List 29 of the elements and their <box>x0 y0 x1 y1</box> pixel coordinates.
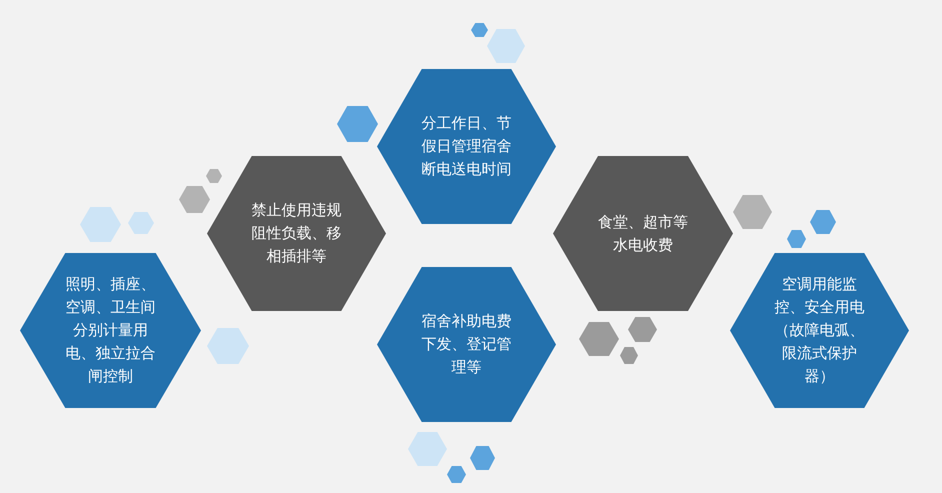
hexagon-shape <box>787 230 806 248</box>
hexagon-shape <box>128 212 154 234</box>
hexagon-shape <box>620 347 638 364</box>
node-text: 禁止使用违规阻性负载、移相插排等 <box>250 200 342 267</box>
node-text: 宿舍补助电费下发、登记管理等 <box>420 311 512 378</box>
hexagon-shape <box>207 328 249 364</box>
hexagon-node <box>207 156 386 311</box>
node-text: 分工作日、节假日管理宿舍断电送电时间 <box>420 113 512 180</box>
hexagon-shape <box>628 317 657 342</box>
hexagon-shape <box>471 23 488 37</box>
hexagon-shape <box>810 210 836 234</box>
hexagon-shape <box>206 169 222 183</box>
hexagon-shape <box>408 432 447 466</box>
hexagon-shape <box>579 322 619 356</box>
hexagon-shape <box>337 106 378 142</box>
hexagon-node <box>20 253 201 408</box>
hexagon-shape <box>733 195 772 229</box>
hexagon-node <box>553 156 733 311</box>
hexagon-node <box>377 267 556 422</box>
node-text: 食堂、超市等水电收费 <box>597 212 689 256</box>
node-text: 照明、插座、空调、卫生间分别计量用电、独立拉合闸控制 <box>64 274 156 387</box>
hexagon-node <box>377 69 556 224</box>
hexagon-shape <box>470 446 495 470</box>
hexagon-node <box>730 253 909 408</box>
hexagon-shape <box>447 466 466 483</box>
hexagon-shape <box>487 29 525 63</box>
hexagon-shape <box>179 186 210 213</box>
hexagon-shape <box>80 207 121 242</box>
node-text: 空调用能监控、安全用电（故障电弧、限流式保护器） <box>774 274 866 387</box>
